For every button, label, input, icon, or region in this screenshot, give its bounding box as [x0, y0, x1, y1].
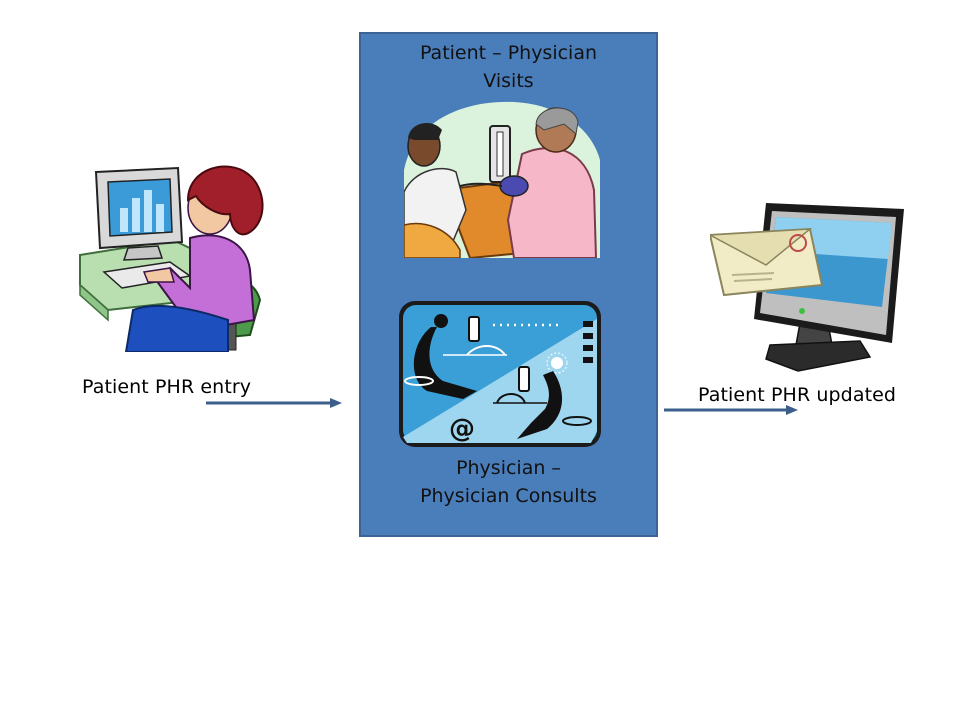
doctor-patient-visit-icon [404, 101, 600, 258]
visits-title-line2: Visits [483, 70, 534, 92]
visits-title-line1: Patient – Physician [419, 42, 598, 64]
physician-consult-network-icon: @ [399, 301, 601, 447]
center-panel: Patient – Physician Visits [359, 32, 658, 537]
right-caption: Patient PHR updated [698, 384, 897, 406]
consults-title-line2: Physician Consults [420, 485, 597, 507]
consults-title: Physician – Physician Consults [361, 454, 656, 510]
left-arrow [206, 398, 342, 408]
consults-title-line1: Physician – [456, 457, 561, 479]
patient-at-computer-icon [79, 165, 264, 352]
svg-text:@: @ [449, 414, 475, 444]
right-arrow [664, 405, 798, 415]
left-caption: Patient PHR entry [82, 376, 252, 398]
visits-title: Patient – Physician Visits [361, 39, 656, 95]
monitor-with-letter-icon [710, 203, 904, 372]
